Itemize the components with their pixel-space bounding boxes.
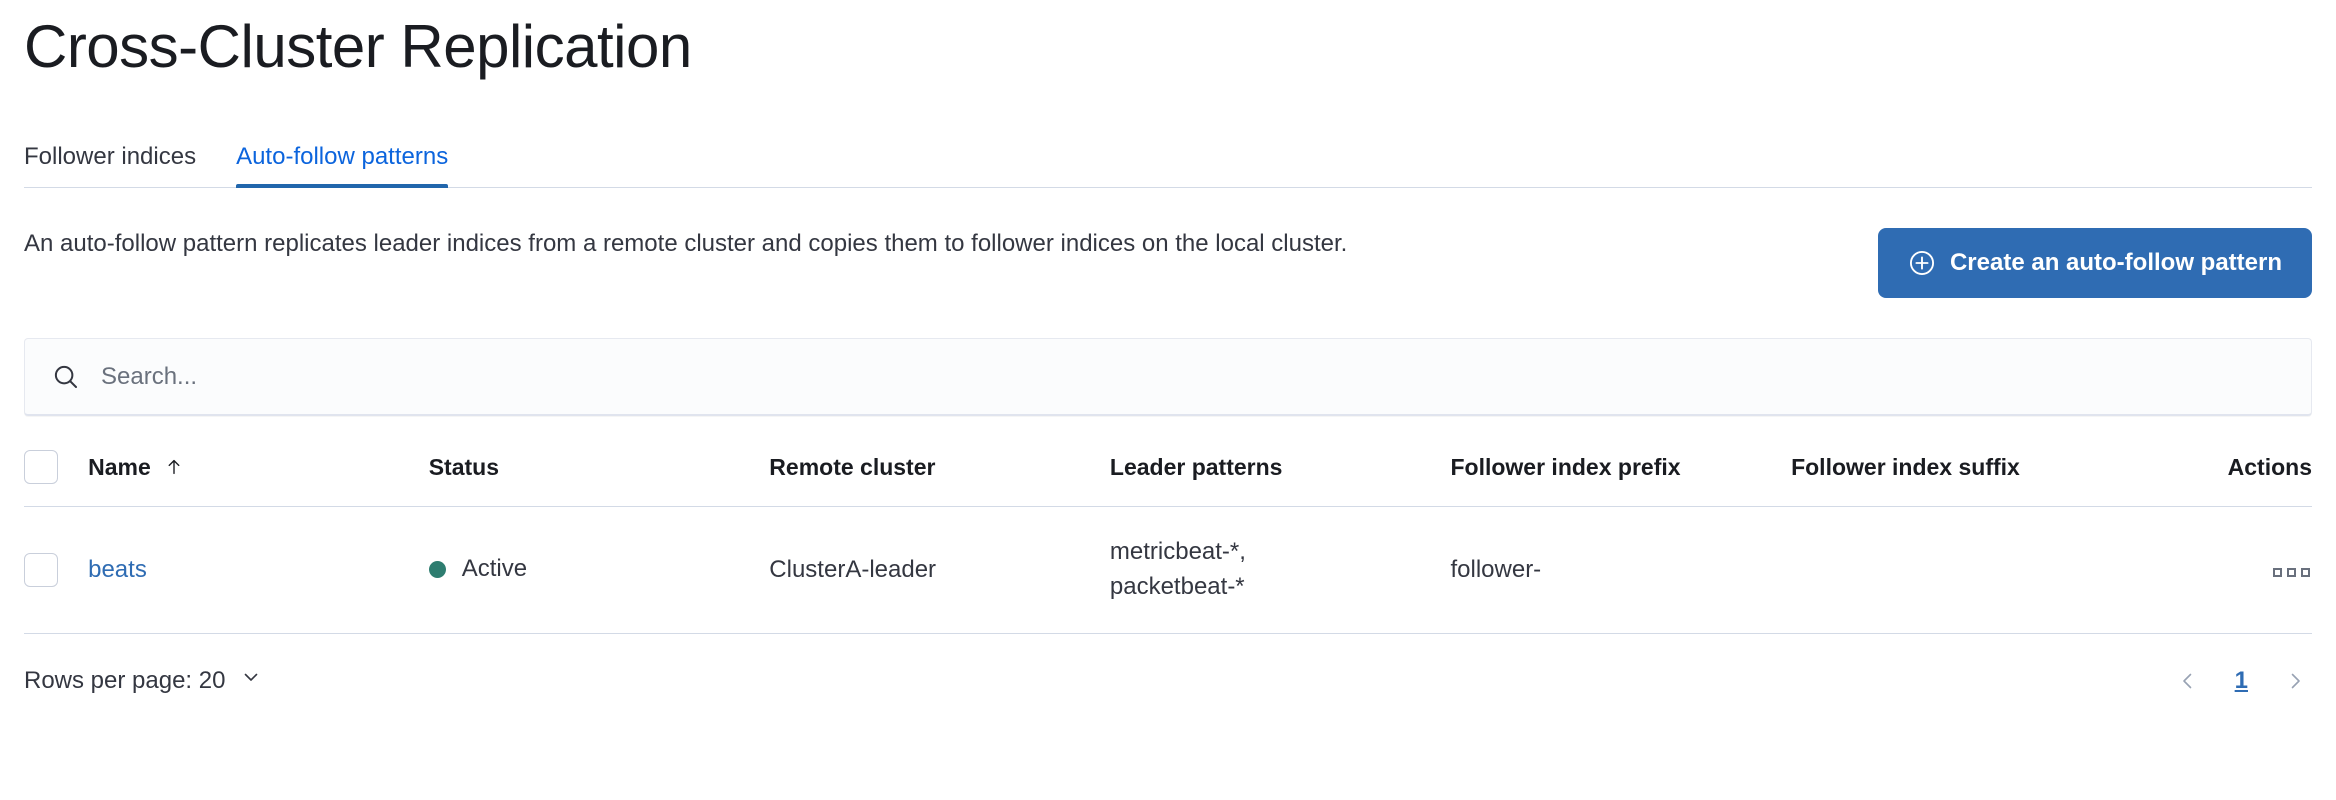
column-header-actions: Actions — [2131, 450, 2312, 507]
cell-actions — [2131, 506, 2312, 634]
status-badge: Active — [428, 555, 528, 583]
select-all-header — [24, 450, 89, 507]
table-header-row: Name Status Remote cluster Leader patter… — [24, 450, 2312, 507]
column-header-name[interactable]: Name — [88, 450, 429, 507]
context-menu-icon[interactable] — [2271, 562, 2312, 583]
leader-pattern-item: packetbeat-* — [1109, 572, 1245, 600]
rows-per-page-selector[interactable]: Rows per page: 20 — [24, 665, 263, 696]
auto-follow-patterns-table: Name Status Remote cluster Leader patter… — [24, 450, 2312, 634]
column-header-leader-patterns[interactable]: Leader patterns — [1109, 450, 1451, 507]
status-dot-icon — [428, 560, 446, 578]
row-checkbox[interactable] — [24, 552, 58, 587]
chevron-right-icon[interactable] — [2278, 664, 2312, 698]
leader-pattern-list: metricbeat-*, packetbeat-* — [1110, 535, 1451, 605]
context-menu-dot — [2273, 567, 2282, 577]
pagination: 1 — [2171, 664, 2312, 698]
column-header-follower-index-suffix[interactable]: Follower index suffix — [1791, 450, 2132, 507]
pattern-name-link[interactable]: beats — [88, 555, 147, 583]
column-header-remote-cluster[interactable]: Remote cluster — [769, 450, 1110, 507]
row-select-cell — [24, 506, 89, 634]
sort-arrow-up-icon — [163, 456, 185, 478]
create-button-label: Create an auto-follow pattern — [1949, 249, 2282, 276]
create-auto-follow-pattern-button[interactable]: Create an auto-follow pattern — [1877, 228, 2312, 298]
cell-status: Active — [428, 506, 770, 634]
select-all-checkbox[interactable] — [24, 450, 58, 484]
table-footer: Rows per page: 20 1 — [24, 664, 2312, 698]
context-menu-dot — [2301, 567, 2310, 577]
chevron-left-icon[interactable] — [2171, 664, 2205, 698]
cell-remote-cluster: ClusterA-leader — [769, 506, 1110, 634]
search-icon — [51, 362, 81, 392]
table-header: Name Status Remote cluster Leader patter… — [24, 450, 2312, 507]
search-input[interactable] — [99, 339, 2285, 414]
description-row: An auto-follow pattern replicates leader… — [24, 226, 2312, 298]
rows-per-page-label: Rows per page: 20 — [24, 666, 226, 694]
cell-name: beats — [88, 506, 429, 634]
column-header-follower-index-prefix[interactable]: Follower index prefix — [1450, 450, 1792, 507]
table-body: beats Active ClusterA-leader metricbeat-… — [24, 506, 2312, 634]
chevron-down-icon — [239, 665, 263, 696]
column-header-status[interactable]: Status — [428, 450, 770, 507]
cell-follower-index-prefix: follower- — [1450, 506, 1792, 634]
page-description: An auto-follow pattern replicates leader… — [24, 230, 1348, 257]
search-bar[interactable] — [24, 338, 2312, 416]
tab-auto-follow-patterns[interactable]: Auto-follow patterns — [236, 145, 449, 188]
sort-by-name[interactable]: Name — [88, 454, 185, 481]
plus-in-circle-icon — [1908, 249, 1936, 277]
context-menu-dot — [2287, 567, 2296, 577]
tab-bar: Follower indices Auto-follow patterns — [24, 126, 2312, 188]
page-title: Cross-Cluster Replication — [24, 13, 692, 80]
pagination-page-1[interactable]: 1 — [2234, 666, 2248, 694]
column-header-name-label: Name — [88, 453, 151, 480]
status-label: Active — [461, 555, 528, 583]
tab-follower-indices[interactable]: Follower indices — [24, 143, 197, 170]
table-row: beats Active ClusterA-leader metricbeat-… — [24, 506, 2312, 634]
cell-follower-index-suffix — [1791, 506, 2132, 634]
cell-leader-patterns: metricbeat-*, packetbeat-* — [1109, 506, 1451, 634]
leader-pattern-item: metricbeat-*, — [1109, 538, 1246, 565]
